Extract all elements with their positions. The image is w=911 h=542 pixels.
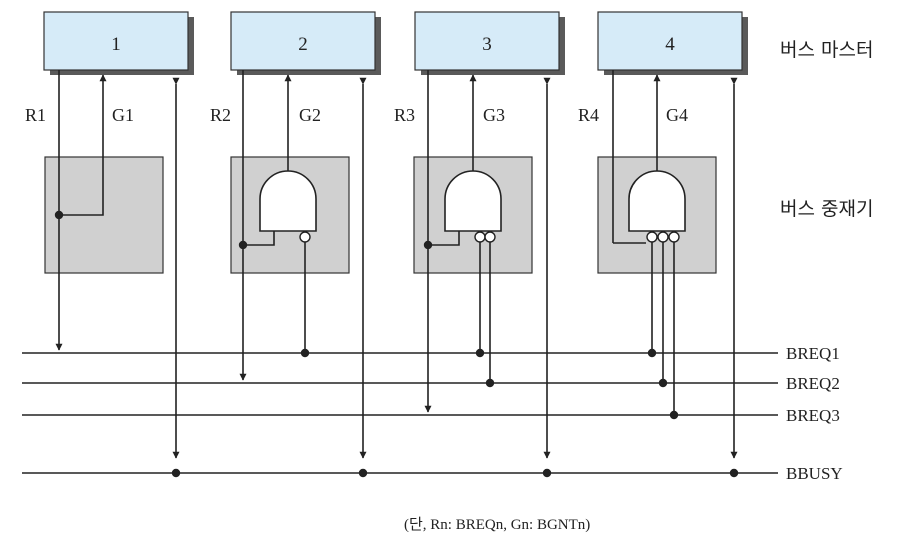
bbusy-connections: [171, 77, 739, 478]
label-r4: R4: [578, 105, 599, 125]
arbiter-3-wiring: [423, 70, 502, 413]
bus-master-2: 2: [230, 11, 381, 75]
bus-master-4: 4: [597, 11, 748, 75]
master-4-label: 4: [665, 34, 675, 55]
footnote: (단, Rn: BREQn, Gn: BGNTn): [404, 516, 590, 533]
master-3-label: 3: [482, 34, 492, 55]
bus-master-1: 1: [43, 11, 194, 75]
bus-master-label: 버스 마스터: [780, 39, 873, 61]
bus-label-breq2: BREQ2: [786, 374, 840, 393]
label-r1: R1: [25, 105, 46, 125]
bus-label-breq3: BREQ3: [786, 406, 840, 425]
label-g4: G4: [666, 105, 688, 125]
and-gate-2: [259, 170, 317, 232]
bus-arbiter-label: 버스 중재기: [780, 198, 873, 220]
bus-label-bbusy: BBUSY: [786, 464, 843, 483]
arbiter-2-wiring: [238, 70, 317, 381]
and-gate-4: [628, 170, 686, 232]
label-r2: R2: [210, 105, 231, 125]
label-g2: G2: [299, 105, 321, 125]
arbiter-1-wiring: [54, 70, 107, 351]
label-g1: G1: [112, 105, 134, 125]
label-g3: G3: [483, 105, 505, 125]
master-2-label: 2: [298, 34, 308, 55]
bus-label-breq1: BREQ1: [786, 344, 840, 363]
grant-line-g1: [59, 74, 107, 216]
master-1-label: 1: [111, 34, 121, 55]
and-gate-3: [444, 170, 502, 232]
arbiter-4-wiring: [612, 70, 686, 420]
bus-master-3: 3: [414, 11, 565, 75]
label-r3: R3: [394, 105, 415, 125]
